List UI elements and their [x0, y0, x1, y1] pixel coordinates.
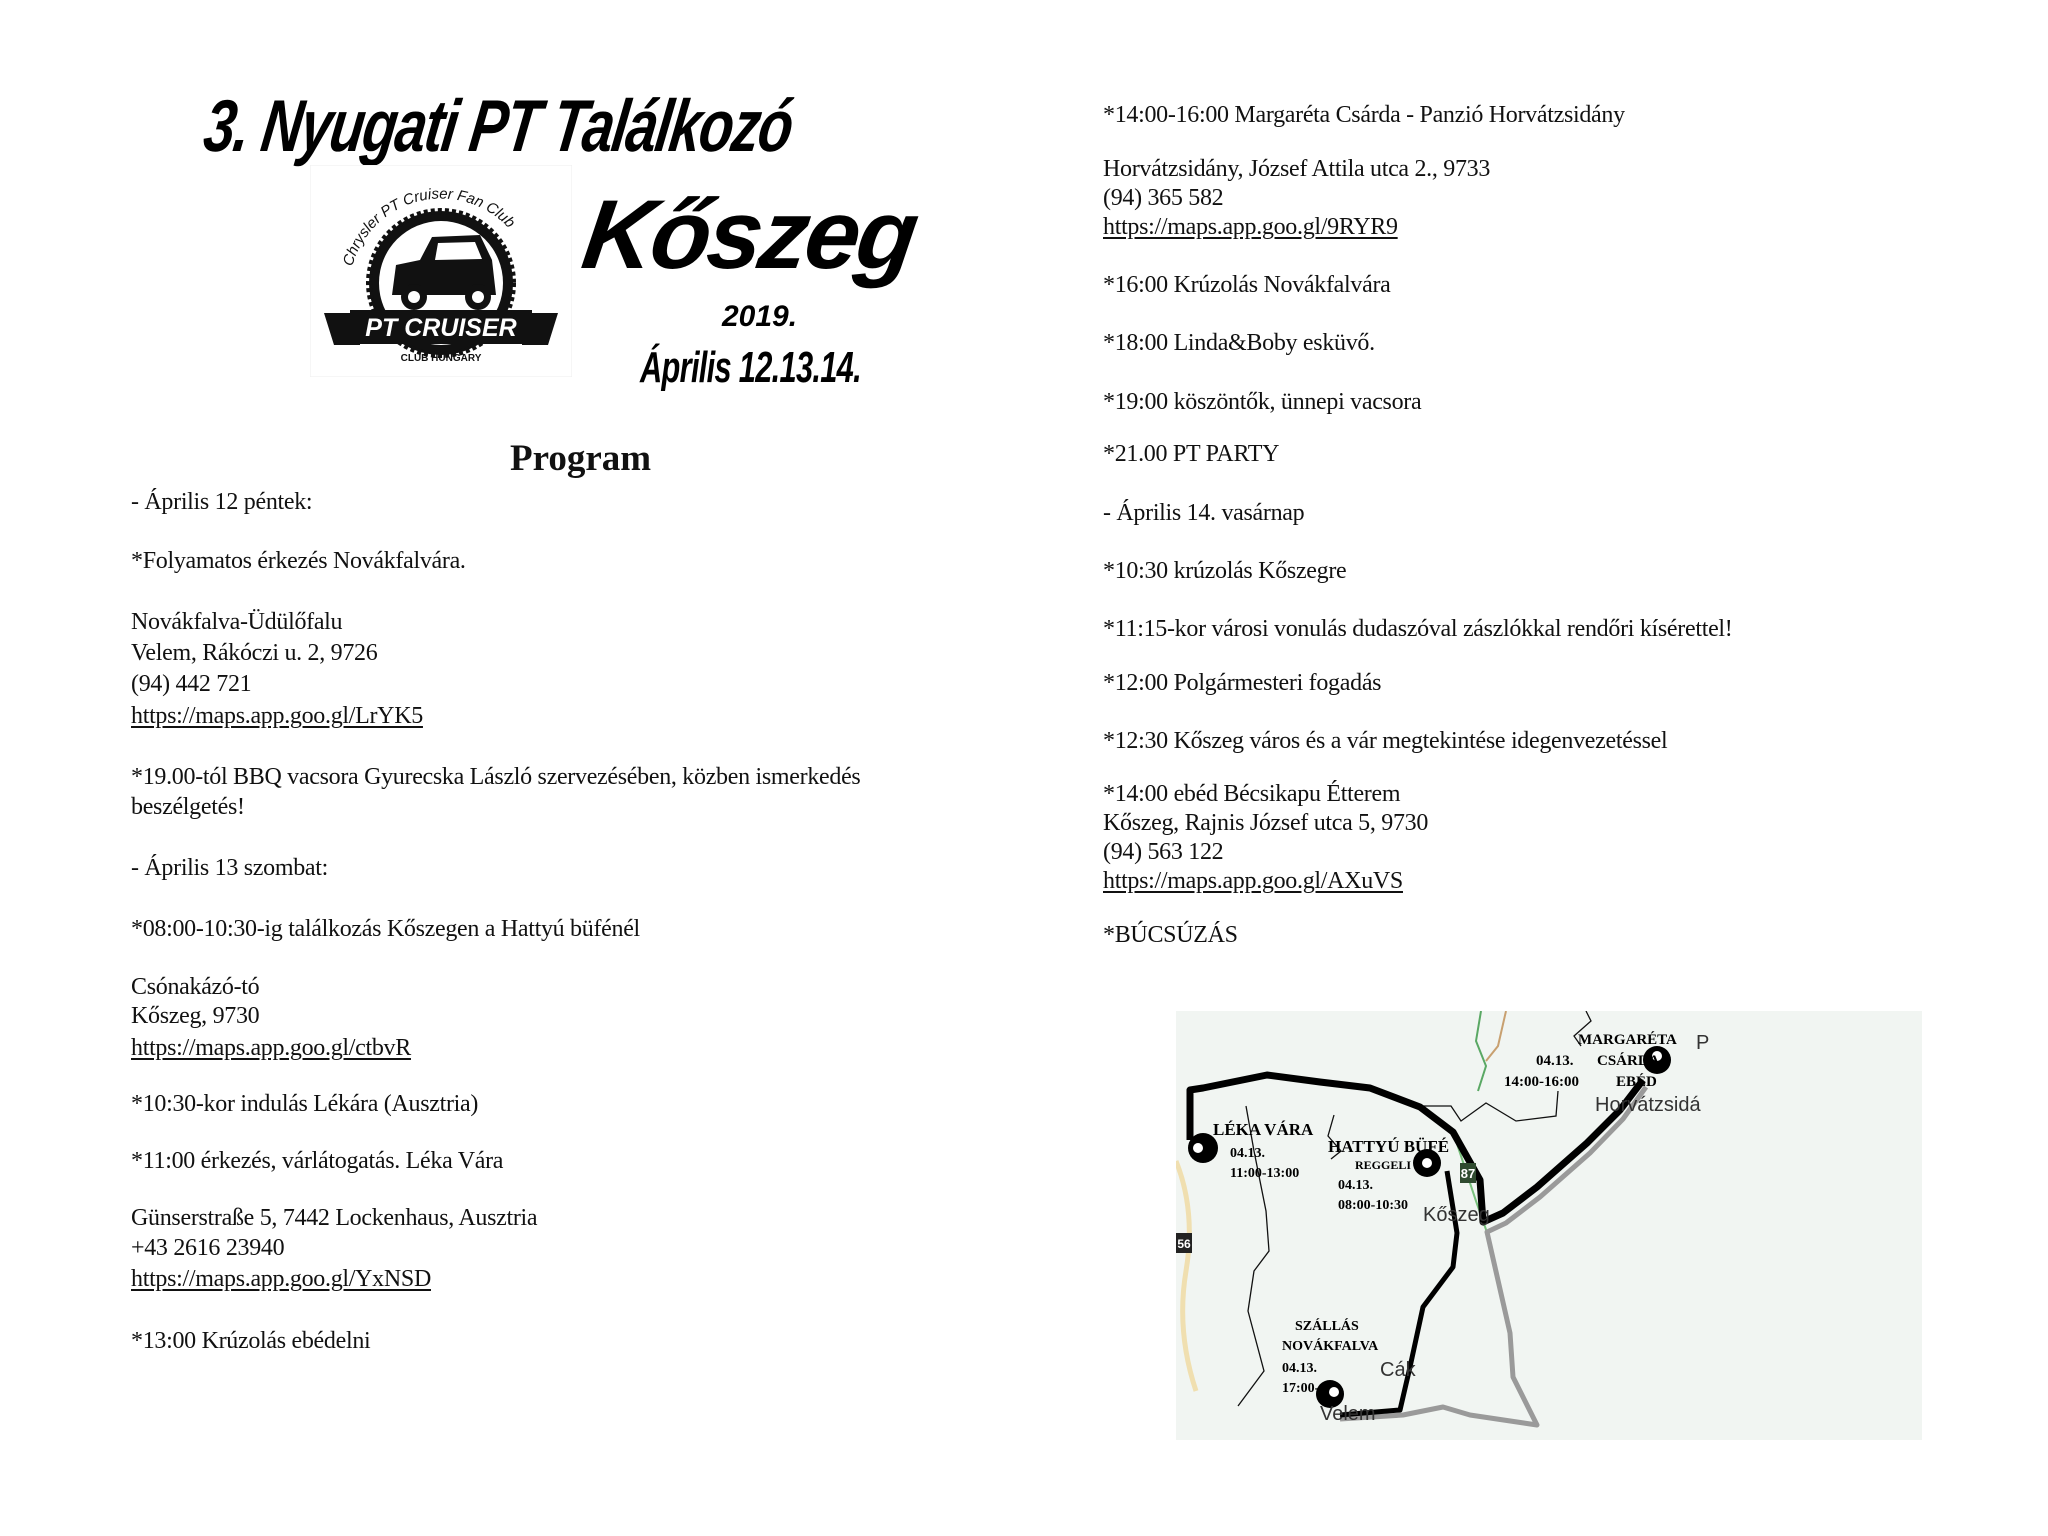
road [1485, 1011, 1507, 1062]
schedule-item: *Folyamatos érkezés Novákfalvára. [131, 548, 466, 574]
place-koszeg: Kőszeg [1423, 1204, 1490, 1226]
place-p: P [1696, 1032, 1709, 1054]
schedule-item: *11:00 érkezés, várlátogatás. Léka Vára [131, 1148, 504, 1174]
schedule-item: *14:00-16:00 Margaréta Csárda - Panzió H… [1103, 102, 1625, 128]
leka-date: 04.13. [1230, 1146, 1265, 1161]
margareta-time: 14:00-16:00 [1504, 1074, 1579, 1090]
szallas-label: SZÁLLÁS [1295, 1317, 1359, 1334]
schedule-item: *12:00 Polgármesteri fogadás [1103, 670, 1382, 696]
margareta-date: 04.13. [1536, 1053, 1574, 1069]
day-heading: - Április 14. vasárnap [1103, 500, 1305, 526]
program-heading: Program [510, 438, 652, 479]
leka-label: LÉKA VÁRA [1213, 1120, 1314, 1139]
venue-phone: +43 2616 23940 [131, 1235, 285, 1261]
schedule-item: *11:15-kor városi vonulás dudaszóval zás… [1103, 616, 1733, 642]
schedule-item: *16:00 Krúzolás Novákfalvára [1103, 272, 1391, 298]
margareta-label-2: CSÁRDA [1597, 1052, 1660, 1069]
schedule-item: *13:00 Krúzolás ebédelni [131, 1328, 371, 1354]
road [1176, 1160, 1199, 1392]
event-city: Kőszeg [576, 179, 923, 289]
szallas-time: 17:00-... [1282, 1381, 1330, 1396]
venue-address: Kőszeg, Rajnis József utca 5, 9730 [1103, 810, 1429, 836]
road [1452, 1131, 1491, 1242]
route-line-return [1339, 1170, 1460, 1418]
map-link[interactable]: https://maps.app.goo.gl/9RYR9 [1103, 214, 1398, 240]
schedule-item: *10:30 krúzolás Kőszegre [1103, 558, 1347, 584]
map-link[interactable]: https://maps.app.goo.gl/AXuVS [1103, 868, 1403, 894]
hattyu-label: HATTYÚ BÜFÉ [1328, 1137, 1449, 1156]
route-line-main [1186, 1071, 1646, 1226]
road-87-badge [1460, 1163, 1476, 1183]
schedule-item: *08:00-10:30-ig találkozás Kőszegen a Ha… [131, 916, 640, 942]
place-horvatzsidany: Horvátzsidá [1595, 1094, 1701, 1116]
schedule-item: *BÚCSÚZÁS [1103, 922, 1238, 948]
margareta-note: EBÉD [1616, 1073, 1657, 1090]
svg-text:CLUB HUNGARY: CLUB HUNGARY [401, 353, 482, 364]
venue-name: Novákfalva-Üdülőfalu [131, 609, 343, 635]
map-link[interactable]: https://maps.app.goo.gl/YxNSD [131, 1266, 431, 1292]
event-dates: Április 12.13.14. [640, 343, 862, 392]
margareta-label: MARGARÉTA [1578, 1031, 1677, 1048]
road [1474, 1011, 1488, 1092]
route-map: 87 56 Kőszeg Cák Velem Horvátzsidá P LÉK… [1176, 1011, 1922, 1440]
event-title: 3. Nyugati PT Találkozó [199, 85, 798, 167]
szallas-label-2: NOVÁKFALVA [1282, 1337, 1379, 1354]
road-56-badge [1176, 1233, 1192, 1253]
venue-address: Kőszeg, 9730 [131, 1003, 260, 1029]
venue-address: Velem, Rákóczi u. 2, 9726 [131, 640, 378, 666]
road-87-label: 87 [1461, 1166, 1475, 1181]
pt-cruiser-club-logo: Chrysler PT Cruiser Fan Club PT CRUISER … [310, 165, 572, 377]
schedule-item: *19.00-tól BBQ vacsora Gyurecska László … [131, 764, 861, 790]
map-link[interactable]: https://maps.app.goo.gl/ctbvR [131, 1035, 411, 1061]
event-year: 2019. [722, 300, 798, 333]
place-velem: Velem [1320, 1403, 1376, 1425]
border-line [1237, 1105, 1270, 1407]
venue-address: Günserstraße 5, 7442 Lockenhaus, Ausztri… [131, 1205, 538, 1231]
leka-time: 11:00-13:00 [1230, 1166, 1299, 1181]
hattyu-note: REGGELI [1355, 1158, 1411, 1172]
schedule-item: *18:00 Linda&Boby esküvő. [1103, 330, 1375, 356]
hattyu-date: 04.13. [1338, 1178, 1373, 1193]
schedule-item: *10:30-kor indulás Lékára (Ausztria) [131, 1091, 479, 1117]
venue-phone: (94) 442 721 [131, 671, 252, 697]
schedule-item: *21.00 PT PARTY [1103, 441, 1280, 467]
svg-text:PT CRUISER: PT CRUISER [365, 314, 516, 342]
border-line [1573, 1011, 1592, 1047]
venue-address: Horvátzsidány, József Attila utca 2., 97… [1103, 156, 1491, 182]
schedule-item: *14:00 ebéd Bécsikapu Étterem [1103, 781, 1401, 807]
venue-phone: (94) 563 122 [1103, 839, 1224, 865]
venue-phone: (94) 365 582 [1103, 185, 1224, 211]
place-cak: Cák [1380, 1359, 1417, 1381]
road-56-label: 56 [1177, 1237, 1191, 1251]
schedule-item: *19:00 köszöntők, ünnepi vacsora [1103, 389, 1422, 415]
szallas-date: 04.13. [1282, 1361, 1317, 1376]
alt-route-line [1339, 1085, 1649, 1428]
day-heading: - Április 13 szombat: [131, 855, 329, 881]
venue-name: Csónakázó-tó [131, 974, 260, 1000]
border-line [1327, 1114, 1342, 1160]
schedule-item: *12:30 Kőszeg város és a vár megtekintés… [1103, 728, 1668, 754]
day-heading: - Április 12 péntek: [131, 489, 313, 515]
hattyu-time: 08:00-10:30 [1338, 1198, 1408, 1213]
map-link[interactable]: https://maps.app.goo.gl/LrYK5 [131, 703, 423, 729]
schedule-item-cont: beszélgetés! [131, 794, 245, 820]
